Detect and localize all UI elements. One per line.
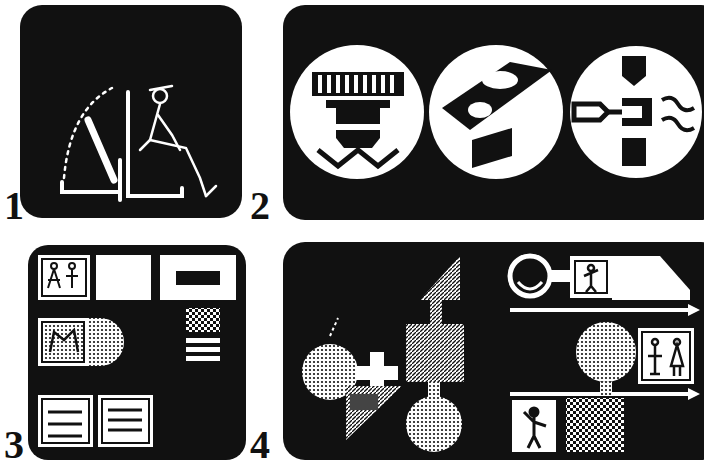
callout-number: 2 (250, 186, 270, 226)
callout-number: 3 (4, 425, 24, 465)
callout-number: 1 (4, 186, 24, 226)
callout-number: 4 (250, 425, 270, 465)
